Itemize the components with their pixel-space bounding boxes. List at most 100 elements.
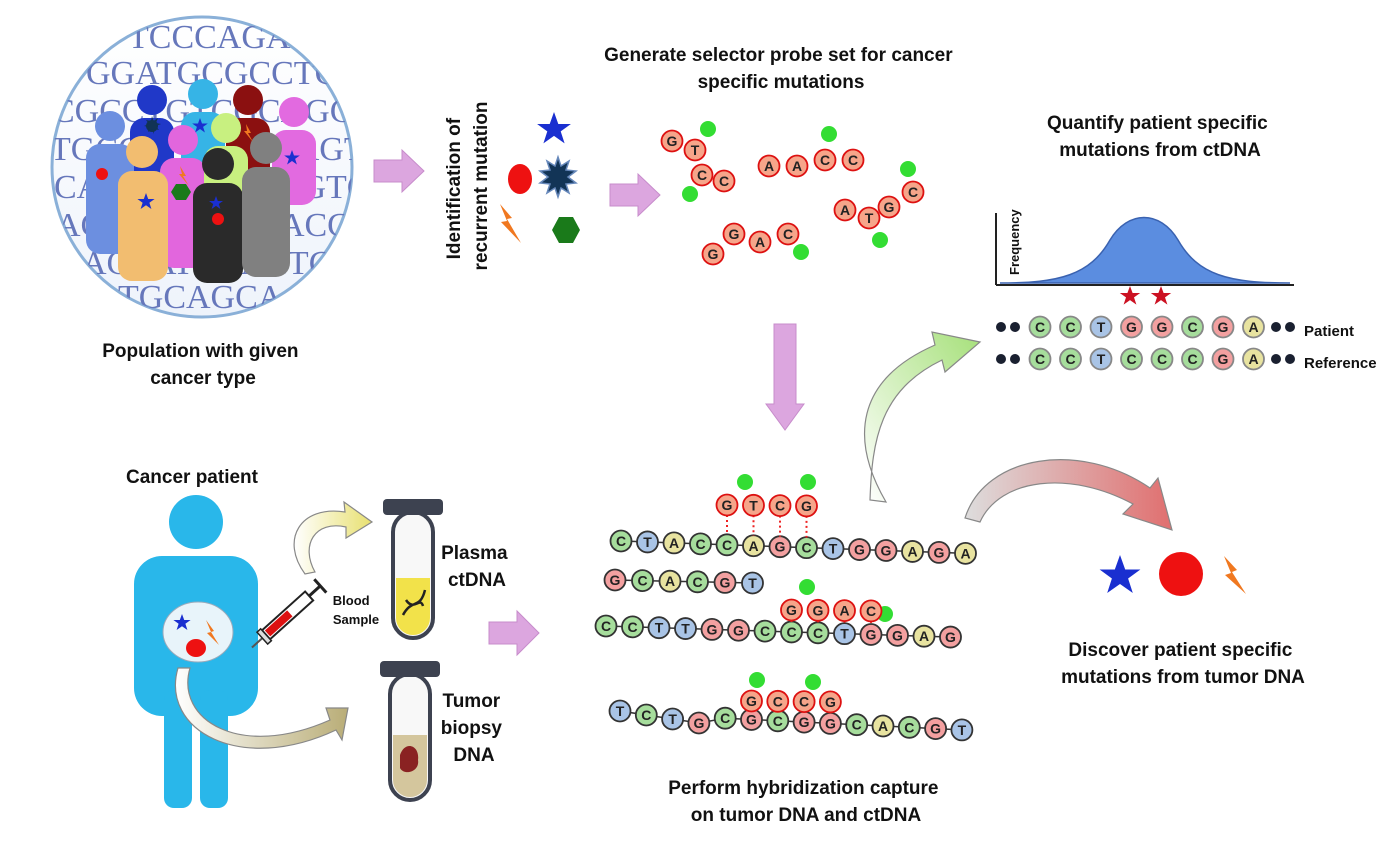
base-letter: C xyxy=(866,603,876,619)
base-letter: G xyxy=(881,543,892,559)
base-letter: C xyxy=(616,533,626,549)
base-letter: C xyxy=(697,167,707,183)
arrow-capture-to-quantify xyxy=(864,331,982,503)
base-letter: C xyxy=(908,184,918,200)
base-letter: A xyxy=(669,535,679,551)
base-letter: G xyxy=(746,712,757,728)
base-letter: A xyxy=(840,202,850,218)
frequency-curve xyxy=(999,216,1291,284)
base-bead: G xyxy=(713,571,737,594)
base-letter: C xyxy=(692,574,702,590)
reference-row-label: Reference xyxy=(1304,355,1377,372)
base-letter: A xyxy=(792,158,802,174)
base-bead: T xyxy=(833,622,856,646)
base-letter: G xyxy=(729,226,740,242)
base-letter: T xyxy=(749,497,758,513)
base-letter: C xyxy=(637,573,647,589)
base-bead: C xyxy=(1181,347,1204,371)
star-icon xyxy=(1150,286,1172,305)
base-letter: A xyxy=(1248,319,1258,335)
ellipsis-dot xyxy=(1010,354,1020,364)
label-dot xyxy=(800,474,816,490)
base-letter: T xyxy=(840,626,849,642)
base-bead: G xyxy=(939,625,962,649)
base-letter: A xyxy=(919,628,929,644)
base-letter: G xyxy=(825,715,836,731)
base-letter: C xyxy=(801,540,811,556)
hybrid-caption: Perform hybridization capture on tumor D… xyxy=(668,778,944,826)
base-letter: T xyxy=(1097,319,1106,335)
red-dot-icon xyxy=(212,213,224,225)
probe-bead: C xyxy=(690,163,714,187)
base-letter: A xyxy=(755,234,765,250)
base-letter: G xyxy=(1218,351,1229,367)
tumor-caption: Tumor biopsy DNA xyxy=(441,691,508,766)
label-dot xyxy=(793,244,809,260)
probe-bead: A xyxy=(785,154,809,178)
base-letter: C xyxy=(820,152,830,168)
probe-bead: G xyxy=(806,598,830,622)
plasma-tube xyxy=(383,499,443,640)
base-letter: A xyxy=(907,543,917,559)
base-letter: T xyxy=(616,703,625,719)
probe-bead: C xyxy=(792,690,816,713)
base-letter: C xyxy=(852,717,862,733)
base-letter: G xyxy=(708,246,719,262)
base-letter: A xyxy=(839,603,849,619)
quantify-caption: Quantify patient specific mutations from… xyxy=(1047,113,1273,161)
base-bead: C xyxy=(1028,315,1052,339)
base-bead: C xyxy=(1150,347,1174,371)
base-bead: C xyxy=(795,536,818,560)
hexagon-icon xyxy=(552,217,580,243)
base-letter: G xyxy=(892,627,903,643)
base-bead: C xyxy=(897,715,921,739)
probe-bead: C xyxy=(776,222,800,246)
plasma-caption: Plasma ctDNA xyxy=(441,543,513,591)
base-bead: G xyxy=(819,712,842,735)
base-letter: G xyxy=(1218,319,1229,335)
base-letter: T xyxy=(668,711,677,727)
sun-burst-icon xyxy=(538,154,578,200)
probe-bead: A xyxy=(833,599,856,622)
base-bead: C xyxy=(631,569,654,592)
probe-bead: G xyxy=(819,690,842,714)
base-bead: T xyxy=(636,530,659,554)
probe-bead: G xyxy=(660,129,684,153)
star-icon xyxy=(209,196,223,209)
base-letter: C xyxy=(722,537,732,553)
person-figure xyxy=(242,132,290,277)
identification-caption: Identification of recurrent mutation xyxy=(444,102,492,271)
discover-caption: Discover patient specific mutations from… xyxy=(1061,640,1305,688)
frequency-plot: Frequency xyxy=(995,208,1294,286)
base-letter: G xyxy=(866,627,877,643)
probe-bead: A xyxy=(757,154,781,178)
base-letter: G xyxy=(707,621,718,637)
frequency-label: Frequency xyxy=(1007,208,1022,275)
base-letter: A xyxy=(665,573,675,589)
label-dot xyxy=(900,161,916,177)
hexagon-icon xyxy=(171,184,191,200)
base-letter: T xyxy=(829,541,838,557)
base-bead: G xyxy=(727,618,750,642)
probe-bead: T xyxy=(857,206,881,230)
base-letter: G xyxy=(1157,319,1168,335)
sequence-text: TGCAGCA xyxy=(118,279,283,316)
probe-bead: T xyxy=(742,493,765,517)
base-bead: A xyxy=(662,531,686,555)
probe-bead: A xyxy=(833,198,857,222)
probe-bead: G xyxy=(722,222,746,246)
base-bead: C xyxy=(713,706,737,730)
probe-bead: C xyxy=(766,689,790,713)
base-bead: G xyxy=(700,618,724,641)
base-letter: A xyxy=(748,538,758,554)
base-letter: C xyxy=(775,498,785,514)
base-letter: G xyxy=(825,694,836,710)
label-dot xyxy=(737,474,753,490)
base-letter: G xyxy=(854,542,865,558)
base-letter: G xyxy=(610,572,621,588)
base-letter: A xyxy=(878,718,888,734)
